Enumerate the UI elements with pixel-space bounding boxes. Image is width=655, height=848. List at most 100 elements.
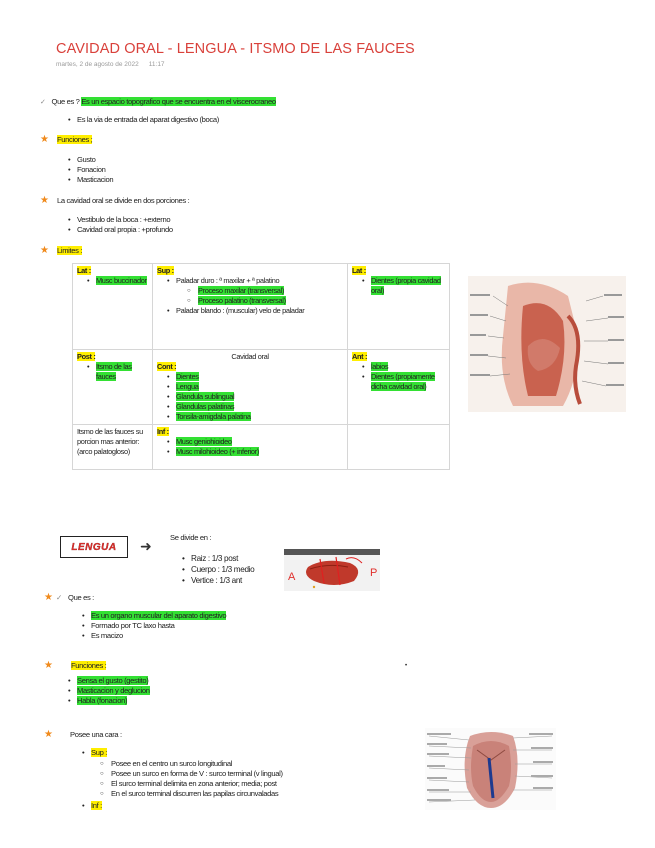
- funciones-label: Funciones :: [71, 661, 107, 670]
- date-text: martes, 2 de agosto de 2022: [56, 61, 139, 68]
- cell-lat-left: Lat : Musc buccinador: [72, 263, 153, 350]
- list-item: Masticacion: [66, 175, 114, 185]
- cavidad-answer: Es un espacio topografico que se encuent…: [81, 97, 276, 106]
- cavidad-funciones-list: Gusto Fonacion Masticacion: [66, 155, 114, 185]
- cell-empty: [347, 424, 450, 470]
- lengua-cara-heading: Posee una cara :: [70, 730, 122, 739]
- item-text: Musc buccinador: [96, 276, 147, 285]
- list-item: Paladar blando : (muscular) velo de pala…: [165, 306, 343, 316]
- list-item: Dientes (propia cavidad oral): [360, 276, 445, 296]
- list-item: Musc milohioideo (+ inferior): [165, 447, 343, 457]
- item-text: Dientes (propia cavidad oral): [371, 276, 441, 295]
- cavidad-funciones-heading: Funciones ;: [57, 135, 93, 145]
- list-item: Cuerpo : 1/3 medio: [180, 564, 255, 575]
- lengua-funciones-list: Sensa el gusto (gestito) Masticacion y d…: [66, 676, 150, 706]
- lengua-divide-list: Raiz : 1/3 post Cuerpo : 1/3 medio Verti…: [180, 553, 255, 586]
- list-item: Proceso palatino (transversal): [187, 296, 343, 306]
- star-icon: ★: [40, 195, 49, 206]
- list-item: Musc geniohioideo: [165, 437, 343, 447]
- inf-label: Inf :: [91, 801, 102, 810]
- item-text: labios: [371, 362, 389, 371]
- list-item: Posee en el centro un surco longitudinal: [100, 759, 283, 769]
- item-text: Es un organo muscular del aparato digest…: [91, 611, 227, 620]
- list-item: Posee un surco en forma de V : surco ter…: [100, 769, 283, 779]
- funciones-label: Funciones ;: [57, 135, 93, 144]
- limites-label: Limites :: [57, 246, 83, 255]
- cavidad-question-bullets: Es la via de entrada del aparat digestiv…: [66, 115, 219, 125]
- page-title: CAVIDAD ORAL - LENGUA - ITSMO DE LAS FAU…: [56, 41, 415, 57]
- check-icon: ✓: [56, 593, 63, 602]
- list-item: Itsmo de las fauces: [85, 362, 148, 382]
- list-item: Raiz : 1/3 post: [180, 553, 254, 564]
- list-item: Vestibulo de la boca : +externo: [66, 215, 173, 225]
- list-item: Cavidad oral propia : +profundo: [66, 225, 173, 235]
- lengua-funciones-heading: Funciones :: [71, 661, 107, 671]
- list-item: labios: [360, 362, 445, 372]
- cell-lat-right: Lat : Dientes (propia cavidad oral): [347, 263, 450, 350]
- stray-dot: •: [405, 663, 408, 669]
- item-text: Musc milohioideo (+ inferior): [176, 447, 259, 456]
- list-item: Vertice : 1/3 ant: [180, 575, 254, 586]
- list-item: Dientes: [165, 372, 343, 382]
- list-item: Tonsila-amigdala palatina: [165, 412, 343, 422]
- list-item: Sensa el gusto (gestito): [66, 676, 150, 686]
- cavidad-limites-heading: Limites :: [57, 246, 82, 256]
- cavidad-question: ✓ Que es ? Es un espacio topografico que …: [40, 97, 276, 108]
- list-item: Musc buccinador: [85, 276, 148, 286]
- table-row: Lat : Musc buccinador Sup : Paladar duro…: [72, 263, 450, 350]
- star-icon: ★: [40, 134, 49, 145]
- cell-head: Lat :: [77, 266, 91, 275]
- arrow-right-icon: ➜: [140, 538, 152, 554]
- item-text: Itsmo de las fauces: [96, 362, 132, 381]
- anterior-letter: A: [288, 571, 296, 583]
- lengua-cara-list: Sup :: [80, 748, 107, 758]
- cell-inf: Inf : Musc geniohioideo Musc milohioideo…: [152, 424, 348, 470]
- check-icon: ✓: [40, 99, 46, 106]
- table-row: Post : Itsmo de las fauces Cavidad oral …: [72, 349, 450, 425]
- lengua-question-label: Que es :: [68, 593, 94, 602]
- list-item: Glandulas palatinas: [165, 402, 343, 412]
- tongue-sketch: [284, 549, 380, 589]
- list-item: Gusto: [66, 155, 113, 165]
- star-icon: ★: [44, 660, 53, 671]
- tongue-parts-image: A P: [284, 549, 380, 591]
- lengua-sup-list: Posee en el centro un surco longitudinal…: [100, 759, 283, 799]
- time-text: 11:17: [148, 61, 165, 68]
- star-icon: ★: [44, 729, 53, 740]
- list-item: Sup :: [80, 748, 107, 758]
- cavidad-divide-list: Vestibulo de la boca : +externo Cavidad …: [66, 215, 173, 235]
- lengua-divide-heading: Se divide en :: [170, 533, 212, 542]
- cell-sup: Sup : Paladar duro : ª maxilar + ª palat…: [152, 263, 348, 350]
- tongue-dorsum-image: [425, 728, 556, 810]
- cell-center-title: Cavidad oral: [231, 352, 269, 361]
- sup-label: Sup :: [91, 748, 107, 757]
- cavidad-question-label: Que es ?: [51, 97, 80, 106]
- item-text: Proceso palatino (transversal): [198, 296, 286, 305]
- anatomy-illustration: [468, 276, 626, 412]
- list-item: Proceso maxilar (transversal): [187, 286, 343, 296]
- list-item: El surco terminal delimita en zona anter…: [100, 779, 283, 789]
- item-text: Glandulas palatinas: [176, 402, 235, 411]
- cell-head: Cont :: [157, 362, 177, 371]
- cell-head: Post :: [77, 352, 96, 361]
- cell-head: Inf :: [157, 427, 169, 436]
- cell-ant: Ant : labios Dientes (propiamente dicha …: [347, 349, 450, 425]
- list-item: Lengua: [165, 382, 343, 392]
- item-text: Dientes (propiamente dicha cavidad oral): [371, 372, 435, 391]
- page-date: martes, 2 de agosto de 2022 11:17: [56, 61, 165, 68]
- lengua-label-box: LENGUA: [60, 536, 128, 558]
- list-item: Fonacion: [66, 165, 113, 175]
- star-icon: ★: [40, 245, 49, 256]
- item-text: Sensa el gusto (gestito): [77, 676, 149, 685]
- cell-itsmo-note: Itsmo de las fauces su porcion mas anter…: [72, 424, 153, 470]
- item-text: Musc geniohioideo: [176, 437, 232, 446]
- list-item: Dientes (propiamente dicha cavidad oral): [360, 372, 445, 392]
- item-text: Tonsila-amigdala palatina: [176, 412, 251, 421]
- cell-post: Post : Itsmo de las fauces: [72, 349, 153, 425]
- item-text: Lengua: [176, 382, 199, 391]
- list-item: Habla (fonacion): [66, 696, 150, 706]
- cell-head: Sup :: [157, 266, 174, 275]
- item-text: Habla (fonacion): [77, 696, 128, 705]
- list-item: En el surco terminal discurren las papil…: [100, 789, 283, 799]
- cell-head: Ant :: [352, 352, 368, 361]
